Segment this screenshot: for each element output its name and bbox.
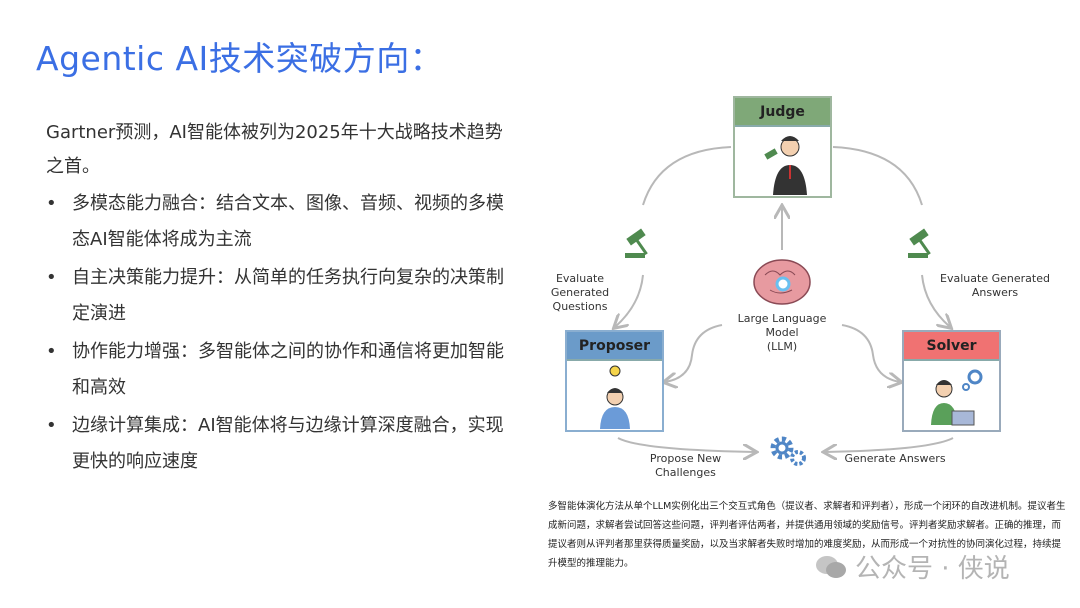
bullet-icon: • <box>46 193 57 214</box>
bullet-item: • 边缘计算集成：AI智能体将与边缘计算深度融合，实现更快的响应速度 <box>46 408 516 480</box>
llm-line2: (LLM) <box>766 340 798 353</box>
page-title: Agentic AI技术突破方向： <box>36 39 444 78</box>
gavel-left-icon <box>625 228 648 258</box>
bullet-icon: • <box>46 267 57 288</box>
arrow-llm-proposer <box>665 324 723 382</box>
arrow-to-proposer <box>615 274 644 327</box>
arrow-llm-solver <box>841 324 900 382</box>
label-llm: Large Language Model(LLM) <box>720 312 844 354</box>
arrow-proposer-gears <box>617 437 755 452</box>
solver-figure-icon <box>931 369 983 426</box>
bullet-icon: • <box>46 415 57 436</box>
bullet-list: • 多模态能力融合：结合文本、图像、音频、视频的多模态AI智能体将成为主流 • 自主… <box>46 186 516 482</box>
bullet-item: • 多模态能力融合：结合文本、图像、音频、视频的多模态AI智能体将成为主流 <box>46 186 516 258</box>
gavel-right-icon <box>908 228 931 258</box>
arrow-to-solver <box>921 274 950 327</box>
arrow-judge-right <box>832 146 923 206</box>
bullet-text: 自主决策能力提升：从简单的任务执行向复杂的决策制定演进 <box>72 267 504 324</box>
intro-text: Gartner预测，AI智能体被列为2025年十大战略技术趋势之首。 <box>46 122 503 177</box>
arrow-solver-gears <box>825 437 954 452</box>
arrow-judge-left <box>642 146 732 206</box>
diagram-arrows <box>530 146 1080 466</box>
watermark-text: 公众号 · 侠说 <box>855 554 1010 584</box>
label-evaluate-questions: Evaluate Generated Questions <box>550 272 610 313</box>
bullet-icon: • <box>46 341 57 362</box>
judge-box: Judge <box>733 96 832 198</box>
label-generate: Generate Answers <box>844 452 946 465</box>
solver-header: Solver <box>904 332 999 361</box>
watermark: 公众号 · 侠说 <box>815 548 1010 585</box>
bullet-item: • 协作能力增强：多智能体之间的协作和通信将更加智能和高效 <box>46 334 516 406</box>
proposer-header: Proposer <box>567 332 662 361</box>
figure-caption: 多智能体演化方法从单个LLM实例化出三个交互式角色（提议者、求解者和评判者），形… <box>548 501 1066 569</box>
proposer-box: Proposer <box>565 330 664 432</box>
brain-icon <box>753 259 811 305</box>
wechat-icon <box>816 555 846 578</box>
judge-figure-icon <box>764 136 807 195</box>
solver-box: Solver <box>902 330 1001 432</box>
label-propose: Propose New Challenges <box>649 452 722 479</box>
proposer-figure-icon <box>600 365 630 429</box>
agent-diagram: Judge Proposer Solver Evaluate Generated… <box>530 90 1080 490</box>
bullet-text: 协作能力增强：多智能体之间的协作和通信将更加智能和高效 <box>72 341 504 398</box>
gears-icon <box>770 436 806 466</box>
bullet-item: • 自主决策能力提升：从简单的任务执行向复杂的决策制定演进 <box>46 260 516 332</box>
bullet-text: 边缘计算集成：AI智能体将与边缘计算深度融合，实现更快的响应速度 <box>72 415 504 472</box>
bullet-text: 多模态能力融合：结合文本、图像、音频、视频的多模态AI智能体将成为主流 <box>72 193 504 250</box>
judge-header: Judge <box>735 98 830 127</box>
label-evaluate-answers: Evaluate Generated Answers <box>940 272 1050 299</box>
llm-line1: Large Language Model <box>737 312 827 339</box>
